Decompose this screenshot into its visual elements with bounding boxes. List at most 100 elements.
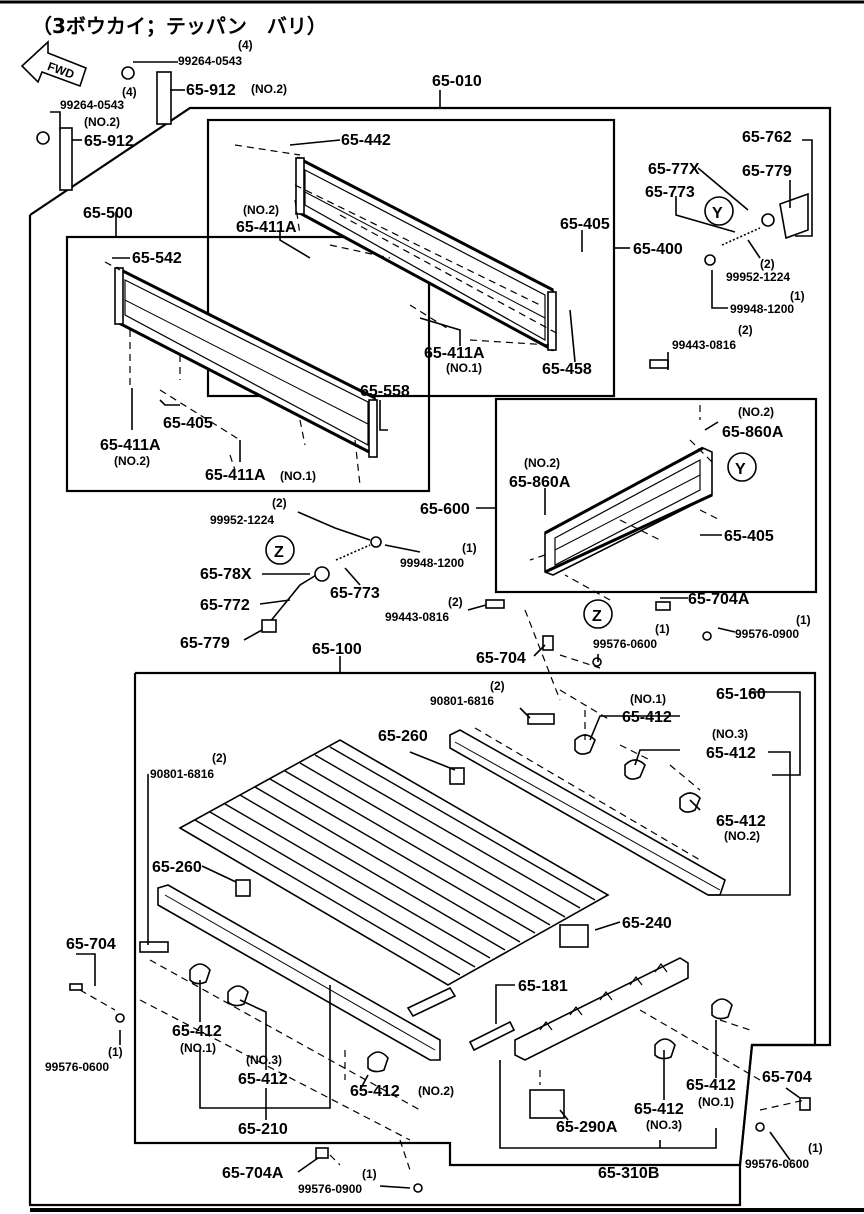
y-mark-top: Y <box>704 196 734 226</box>
panel-65-400 <box>295 156 557 352</box>
lbl-65-412-no3-top-no: (NO.3) <box>712 727 748 741</box>
lbl-99948-1200-top: 99948-1200 <box>730 302 794 316</box>
lbl-99576-0900-top-qty: (1) <box>796 613 811 627</box>
lbl-65-412-no2-right-no: (NO.2) <box>724 829 760 843</box>
lbl-65-412-mid: 65-412 <box>238 1071 288 1088</box>
z-mark-left: Z <box>265 535 295 565</box>
lbl-65-779-top: 65-779 <box>742 163 792 180</box>
lbl-99264-0543-a: 99264-0543 <box>178 54 242 68</box>
assembly-65-500-box <box>65 235 431 493</box>
lbl-65-181: 65-181 <box>518 978 568 995</box>
assembly-65-400-box <box>206 118 616 398</box>
lbl-65-411a-bot: 65-411A <box>205 467 266 484</box>
rail-65-310b <box>514 957 689 1061</box>
svg-text:Z: Z <box>274 544 284 561</box>
lbl-99264-0543-a-qty: (4) <box>238 38 253 52</box>
lbl-99576-0900-bot-qty: (1) <box>362 1167 377 1181</box>
lbl-65-100: 65-100 <box>312 641 362 658</box>
lbl-99576-0600-left-qty: (1) <box>108 1045 123 1059</box>
lbl-65-411a-top: 65-411A <box>236 219 297 236</box>
part-65-181 <box>406 986 457 1018</box>
lbl-65-010: 65-010 <box>432 73 482 90</box>
lbl-99576-0600-right-qty: (1) <box>808 1141 823 1155</box>
lbl-65-773-mid: 65-773 <box>330 585 380 602</box>
page-title: （3ボウカイ；テッパン バリ） <box>32 14 327 38</box>
lbl-65-704-left: 65-704 <box>66 936 116 953</box>
labels: (4) 99264-0543 65-912 (NO.2) (4) 99264-0… <box>45 38 823 1196</box>
lbl-90801-6816-b-qty: (2) <box>212 751 227 765</box>
lbl-65-704-right: 65-704 <box>762 1069 812 1086</box>
lbl-65-442: 65-442 <box>341 132 391 149</box>
lbl-65-860a-left: 65-860A <box>509 474 571 491</box>
lbl-65-240: 65-240 <box>622 915 672 932</box>
fwd-arrow-icon: FWD <box>20 40 87 88</box>
lbl-65-458: 65-458 <box>542 361 592 378</box>
lbl-99948-1200-mid: 99948-1200 <box>400 556 464 570</box>
lbl-65-411a-mid-no: (NO.1) <box>446 361 482 375</box>
svg-text:Z: Z <box>592 608 602 625</box>
lbl-65-860a-right: 65-860A <box>722 424 784 441</box>
lbl-65-405-right: 65-405 <box>724 528 774 545</box>
lbl-99264-0543-b-qty: (4) <box>122 85 137 99</box>
lbl-65-779-mid: 65-779 <box>180 635 230 652</box>
z-mark-mid: Z <box>583 599 613 629</box>
lbl-65-772: 65-772 <box>200 597 250 614</box>
lbl-99576-0900-bot: 99576-0900 <box>298 1182 362 1196</box>
lbl-99952-1224-mid: 99952-1224 <box>210 513 274 527</box>
lbl-65-405-left: 65-405 <box>163 415 213 432</box>
lbl-65-704a-bot: 65-704A <box>222 1165 284 1182</box>
lbl-65-412-bot: 65-412 <box>350 1083 400 1100</box>
lbl-65-260-top: 65-260 <box>378 728 428 745</box>
lbl-65-412-mid-no: (NO.3) <box>246 1053 282 1067</box>
lbl-99443-0816-mid-qty: (2) <box>448 595 463 609</box>
assembly-65-600-box <box>494 397 818 594</box>
lbl-65-412-left: 65-412 <box>172 1023 222 1040</box>
lbl-65-411a-bot-no: (NO.1) <box>280 469 316 483</box>
small-parts <box>36 66 811 1193</box>
lbl-65-412-bot-no: (NO.2) <box>418 1084 454 1098</box>
panel-65-500 <box>114 266 378 458</box>
assembly-65-100-box <box>133 671 817 1167</box>
lbl-65-860a-left-no: (NO.2) <box>524 456 560 470</box>
lbl-65-412-left-no: (NO.1) <box>180 1041 216 1055</box>
lbl-99576-0600-right: 99576-0600 <box>745 1157 809 1171</box>
lbl-65-411a-top-no: (NO.2) <box>243 203 279 217</box>
lbl-65-600: 65-600 <box>420 501 470 518</box>
lbl-99952-1224-top: 99952-1224 <box>726 270 790 284</box>
lbl-65-773-top: 65-773 <box>645 184 695 201</box>
leader-lines <box>50 61 813 1189</box>
lbl-65-912-a-no: (NO.2) <box>251 82 287 96</box>
lbl-65-77x: 65-77X <box>648 161 700 178</box>
lbl-90801-6816-a-qty: (2) <box>490 679 505 693</box>
lbl-65-412-no1-top-no: (NO.1) <box>630 692 666 706</box>
lbl-65-412-no2-right: 65-412 <box>716 813 766 830</box>
lbl-65-310b: 65-310B <box>598 1165 659 1182</box>
lbl-65-412-no3-top: 65-412 <box>706 745 756 762</box>
lbl-65-500: 65-500 <box>83 205 133 222</box>
lbl-99443-0816-top-qty: (2) <box>738 323 753 337</box>
lbl-65-78x: 65-78X <box>200 566 252 583</box>
lbl-99264-0543-b: 99264-0543 <box>60 98 124 112</box>
lbl-90801-6816-b: 90801-6816 <box>150 767 214 781</box>
lbl-99576-0600-left: 99576-0600 <box>45 1060 109 1074</box>
lbl-65-762: 65-762 <box>742 129 792 146</box>
lbl-65-405-top: 65-405 <box>560 216 610 233</box>
lbl-65-912-b: 65-912 <box>84 133 134 150</box>
lbl-65-704-mid: 65-704 <box>476 650 526 667</box>
floor-65-100 <box>178 739 610 986</box>
lbl-65-412-no1-top: 65-412 <box>622 709 672 726</box>
lbl-65-160: 65-160 <box>716 686 766 703</box>
lbl-65-260-left: 65-260 <box>152 859 202 876</box>
lbl-99948-1200-top-qty: (1) <box>790 289 805 303</box>
lbl-65-411a-left: 65-411A <box>100 437 161 454</box>
lbl-99952-1224-mid-qty: (2) <box>272 496 287 510</box>
lbl-65-412-br-no: (NO.1) <box>698 1095 734 1109</box>
lbl-99952-1224-top-qty: (2) <box>760 257 775 271</box>
svg-text:Y: Y <box>712 205 723 222</box>
part-65-181b <box>468 1020 516 1052</box>
lbl-65-704a-top: 65-704A <box>688 591 750 608</box>
lbl-65-558: 65-558 <box>360 383 410 400</box>
lbl-99576-0600-mid-qty: (1) <box>655 622 670 636</box>
lbl-65-412-br: 65-412 <box>686 1077 736 1094</box>
